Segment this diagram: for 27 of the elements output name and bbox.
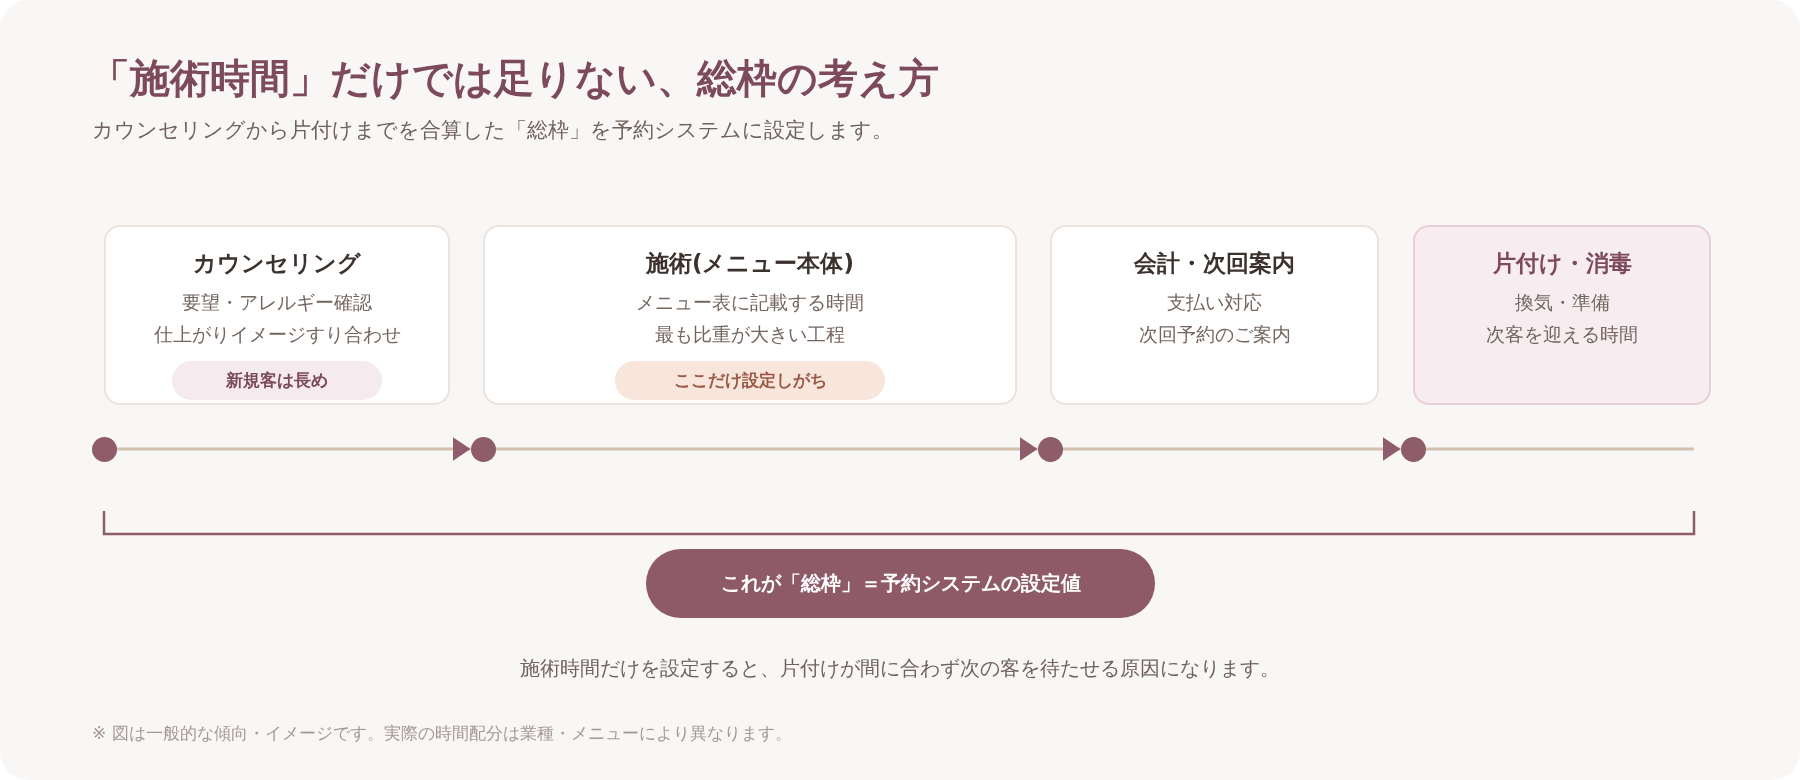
step-title: 片付け・消毒 xyxy=(1491,249,1633,278)
summary-pill: これが「総枠」＝予約システムの設定値 xyxy=(646,549,1155,618)
step-card xyxy=(1050,225,1379,405)
step-card xyxy=(104,225,450,405)
tag-pill: 新規客は長め xyxy=(172,361,382,400)
tag-pill: ここだけ設定しがち xyxy=(615,361,885,400)
note-text: 施術時間だけを設定すると、片付けが間に合わず次の客を待たせる原因になります。 xyxy=(519,655,1281,682)
subtitle: カウンセリングから片付けまでを合算した「総枠」を予約システムに設定します。 xyxy=(92,116,893,144)
step-detail: 次客を迎える時間 xyxy=(1485,322,1639,347)
footnote: ※ 図は一般的な傾向・イメージです。実際の時間配分は業種・メニューにより異なります。 xyxy=(92,721,792,745)
step-title: カウンセリング xyxy=(192,249,362,278)
step-detail: 最も比重が大きい工程 xyxy=(654,322,846,347)
step-detail: 次回予約のご案内 xyxy=(1137,322,1292,347)
arrow xyxy=(1062,437,1401,461)
step-title: 施術(メニュー本体) xyxy=(644,249,855,278)
step-detail: 換気・準備 xyxy=(1513,290,1611,315)
step-detail: 要望・アレルギー確認 xyxy=(181,290,373,315)
step-title: 会計・次回案内 xyxy=(1133,249,1296,278)
connector-line xyxy=(1425,447,1694,451)
arrow xyxy=(495,437,1038,461)
arrow xyxy=(116,437,471,461)
step-card xyxy=(483,225,1017,405)
step-detail: 支払い対応 xyxy=(1166,290,1263,315)
step-detail: メニュー表に記載する時間 xyxy=(635,290,865,315)
title: 「施術時間」だけでは足りない、総枠の考え方 xyxy=(90,53,939,103)
step-card xyxy=(1413,225,1711,405)
step-detail: 仕上がりイメージすり合わせ xyxy=(152,322,402,347)
